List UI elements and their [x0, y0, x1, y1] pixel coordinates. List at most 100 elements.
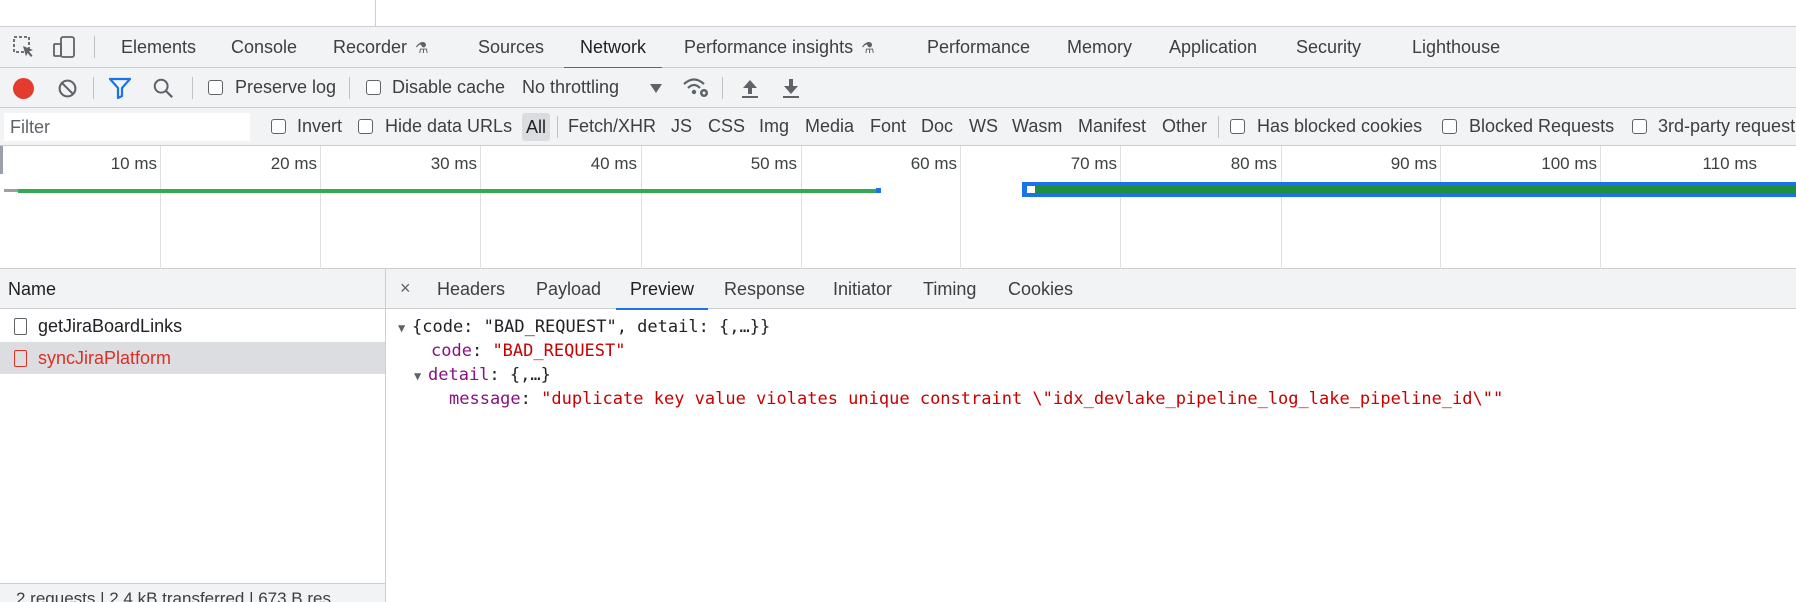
json-root-line[interactable]: ▼{code: "BAD_REQUEST", detail: {,…}}: [398, 315, 770, 340]
timeline-tick-label: 100 ms: [1541, 154, 1597, 173]
timeline-tick-label: 80 ms: [1230, 154, 1277, 173]
overview-gridline: [160, 146, 161, 269]
third-party-checkbox[interactable]: [1632, 119, 1647, 134]
details-tab-headers[interactable]: Headers: [437, 279, 506, 299]
inspect-element-icon[interactable]: [12, 35, 36, 59]
experimental-flask-icon: ⚗: [861, 40, 875, 57]
third-party-label: 3rd-party request: [1658, 116, 1796, 136]
blocked-requests-label: Blocked Requests: [1469, 116, 1615, 136]
tabbar-divider: [94, 36, 95, 58]
type-filter-wasm[interactable]: Wasm: [1012, 116, 1063, 136]
details-tab-timing[interactable]: Timing: [923, 279, 977, 299]
triangle-down-icon[interactable]: ▼: [398, 321, 406, 335]
hide-data-urls-checkbox[interactable]: [358, 119, 373, 134]
request-name: getJiraBoardLinks: [38, 316, 183, 336]
filter-divider: [1218, 116, 1219, 138]
details-tab-response[interactable]: Response: [724, 279, 806, 299]
waterfall-queue-marker: [1026, 185, 1036, 194]
details-tab-cookies[interactable]: Cookies: [1008, 279, 1074, 299]
overview-gridline: [1440, 146, 1441, 269]
toolbar-divider: [93, 77, 94, 99]
overview-gridline: [960, 146, 961, 269]
timeline-tick-label: 20 ms: [270, 154, 317, 173]
disable-cache-checkbox[interactable]: [366, 80, 381, 95]
network-conditions-icon[interactable]: [682, 76, 710, 100]
document-icon: [14, 318, 27, 335]
invert-checkbox[interactable]: [271, 119, 286, 134]
preserve-log-checkbox[interactable]: [208, 80, 223, 95]
tab-performance[interactable]: Performance: [927, 37, 1031, 57]
network-overview[interactable]: 10 ms 20 ms 30 ms 40 ms 50 ms 60 ms 70 m…: [0, 146, 1796, 269]
close-details-icon[interactable]: ×: [400, 278, 411, 298]
toolbar-divider: [192, 77, 193, 99]
timeline-tick-label: 90 ms: [1390, 154, 1437, 173]
preserve-log-label: Preserve log: [235, 77, 337, 97]
type-filter-fetch-xhr[interactable]: Fetch/XHR: [568, 116, 657, 136]
waterfall-waiting-bar: [4, 189, 18, 192]
type-filter-media[interactable]: Media: [805, 116, 855, 136]
overview-gridline: [320, 146, 321, 269]
tab-network[interactable]: Network: [563, 27, 663, 69]
type-filter-css[interactable]: CSS: [708, 116, 746, 136]
request-name: syncJiraPlatform: [38, 348, 172, 368]
timeline-tick-label: 40 ms: [590, 154, 637, 173]
record-button[interactable]: [13, 78, 34, 99]
type-filter-ws[interactable]: WS: [969, 116, 998, 136]
type-filter-img[interactable]: Img: [759, 116, 790, 136]
tab-recorder[interactable]: Recorder⚗: [333, 27, 428, 68]
type-filter-manifest[interactable]: Manifest: [1078, 116, 1147, 136]
type-filter-other[interactable]: Other: [1162, 116, 1208, 136]
tab-lighthouse[interactable]: Lighthouse: [1412, 37, 1501, 57]
filter-icon[interactable]: [108, 77, 132, 99]
chevron-down-icon[interactable]: [650, 84, 662, 93]
details-tab-initiator[interactable]: Initiator: [833, 279, 893, 299]
tab-memory[interactable]: Memory: [1067, 37, 1133, 57]
has-blocked-cookies-checkbox[interactable]: [1230, 119, 1245, 134]
tab-application[interactable]: Application: [1169, 37, 1258, 57]
tab-sources[interactable]: Sources: [478, 37, 545, 57]
timeline-tick-label: 50 ms: [750, 154, 797, 173]
filter-divider: [557, 116, 558, 138]
details-tab-preview[interactable]: Preview: [615, 269, 709, 310]
request-row[interactable]: getJiraBoardLinks: [0, 310, 385, 342]
blocked-requests-checkbox[interactable]: [1442, 119, 1457, 134]
overview-gridline: [1600, 146, 1601, 269]
details-tab-payload[interactable]: Payload: [536, 279, 602, 299]
type-filter-font[interactable]: Font: [870, 116, 907, 136]
filter-bar: Invert Hide data URLs All Fetch/XHR JS C…: [0, 108, 1796, 146]
device-toolbar-icon[interactable]: [52, 35, 76, 59]
throttling-select[interactable]: No throttling: [522, 77, 620, 97]
type-filter-doc[interactable]: Doc: [921, 116, 954, 136]
document-icon: [14, 350, 27, 367]
export-har-icon[interactable]: [781, 77, 801, 99]
timeline-tick-label: 70 ms: [1070, 154, 1117, 173]
waterfall-request-end: [876, 188, 881, 193]
timeline-tick-label: 60 ms: [910, 154, 957, 173]
waterfall-request-bar: [18, 189, 881, 193]
tab-performance-insights[interactable]: Performance insights⚗: [684, 27, 875, 68]
import-har-icon[interactable]: [740, 77, 760, 99]
tab-elements[interactable]: Elements: [121, 37, 197, 57]
triangle-down-icon[interactable]: ▼: [414, 369, 422, 383]
timeline-tick-label: 10 ms: [110, 154, 157, 173]
tab-console[interactable]: Console: [231, 37, 298, 57]
window-top-strip: [0, 0, 1796, 27]
tab-security[interactable]: Security: [1296, 37, 1362, 57]
clear-icon[interactable]: [57, 78, 78, 99]
request-row-selected[interactable]: syncJiraPlatform: [0, 342, 385, 374]
network-toolbar: Preserve log Disable cache No throttling: [0, 68, 1796, 108]
name-column-header[interactable]: Name: [0, 269, 385, 309]
type-filter-all[interactable]: All: [522, 113, 551, 141]
json-message-line: message: "duplicate key value violates u…: [449, 389, 1504, 409]
overview-window-handle[interactable]: [0, 146, 3, 174]
search-icon[interactable]: [152, 77, 174, 99]
toolbar-divider: [349, 77, 350, 99]
timeline-tick-label: 30 ms: [430, 154, 477, 173]
json-detail-line[interactable]: ▼detail: {,…}: [414, 363, 551, 388]
overview-gridline: [480, 146, 481, 269]
devtools-tabbar: Elements Console Recorder⚗ Sources Netwo…: [0, 27, 1796, 69]
toolbar-divider: [722, 77, 723, 99]
filter-input[interactable]: [4, 113, 250, 141]
overview-gridline: [1281, 146, 1282, 269]
type-filter-js[interactable]: JS: [671, 116, 693, 136]
